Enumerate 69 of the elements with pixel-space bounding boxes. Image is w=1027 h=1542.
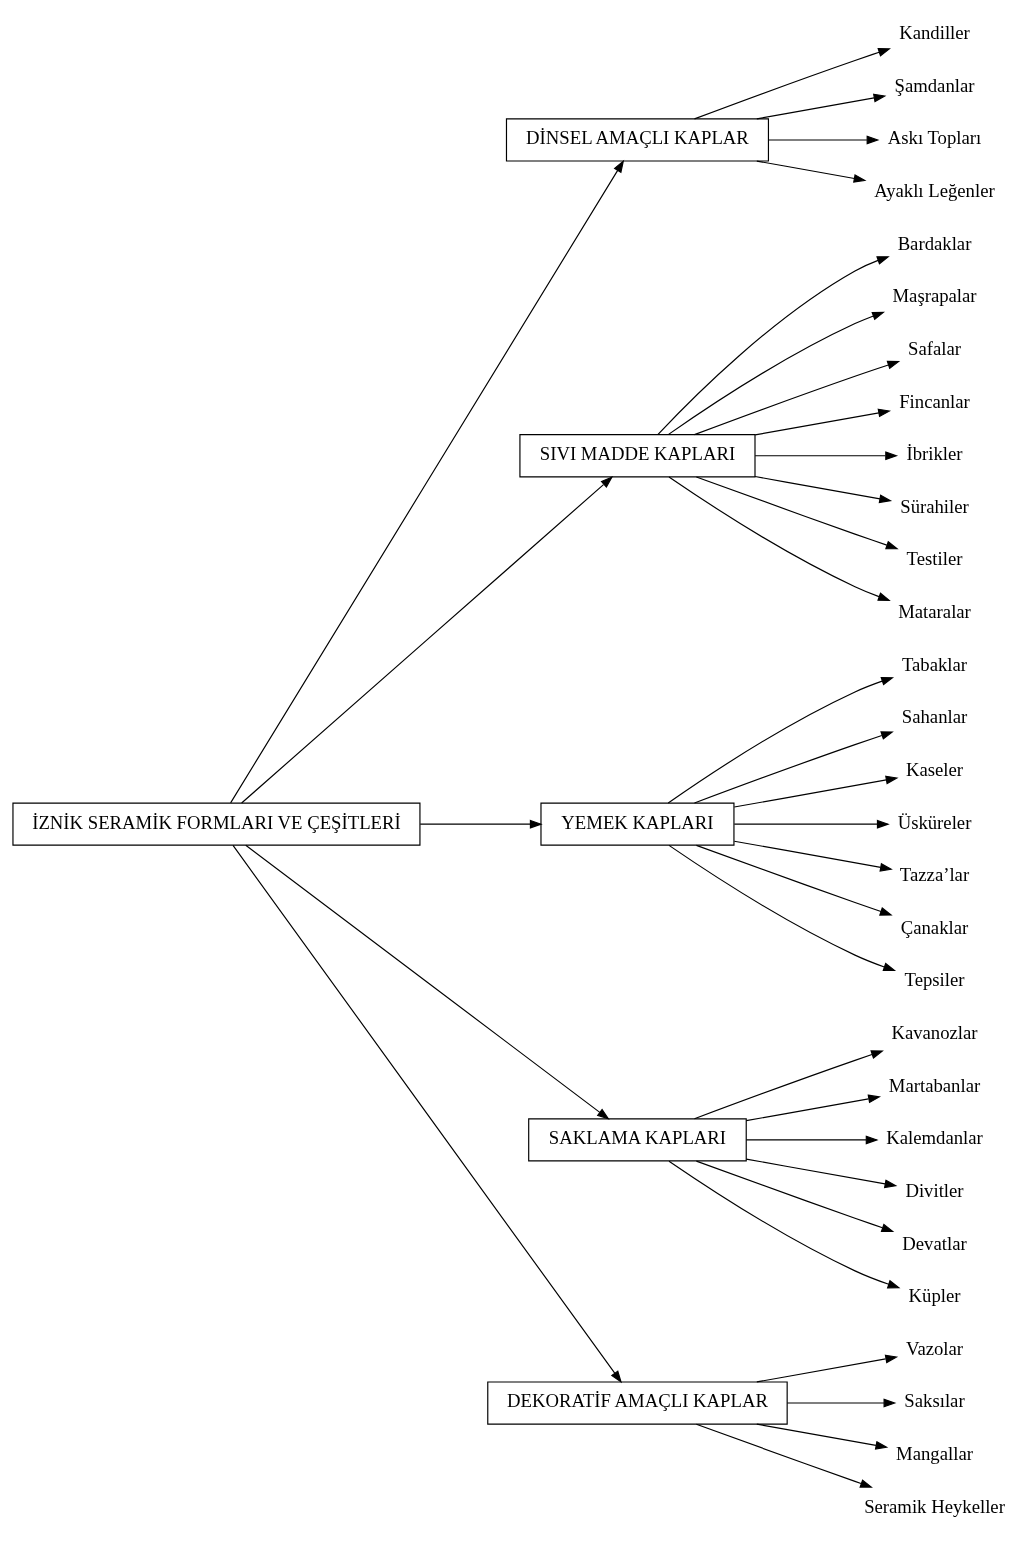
arrow bbox=[733, 819, 890, 829]
arrow bbox=[754, 408, 892, 436]
node-text: Kavanozlar bbox=[891, 1021, 978, 1043]
arrow bbox=[693, 730, 894, 804]
arrow bbox=[733, 775, 899, 808]
node-text: Ayaklı Leğenler bbox=[874, 179, 995, 201]
node-text: Kalemdanlar bbox=[886, 1126, 983, 1148]
node-text: İbrikler bbox=[906, 442, 963, 464]
arrow bbox=[232, 844, 622, 1383]
node-text: Tabaklar bbox=[901, 653, 968, 675]
node-text: Üsküreler bbox=[897, 811, 972, 833]
arrow bbox=[657, 255, 890, 435]
node-text: Sahanlar bbox=[901, 705, 968, 727]
node-text: Sürahiler bbox=[900, 495, 969, 517]
node-box: DİNSEL AMAÇLI KAPLAR bbox=[505, 117, 770, 162]
node-text: Çanaklar bbox=[900, 916, 969, 938]
node-text: Küpler bbox=[908, 1284, 961, 1306]
arrow bbox=[768, 134, 880, 144]
node-text: Fincanlar bbox=[899, 390, 970, 412]
arrow bbox=[695, 1423, 873, 1488]
arrow bbox=[756, 160, 867, 183]
arrow bbox=[230, 159, 625, 803]
arrow bbox=[756, 1423, 889, 1450]
node-text: Mangallar bbox=[896, 1442, 973, 1464]
node-text: Askı Topları bbox=[887, 126, 982, 148]
node-box: DEKORATİF AMAÇLI KAPLAR bbox=[487, 1380, 788, 1425]
arrow bbox=[695, 475, 899, 549]
arrow bbox=[756, 93, 887, 119]
arrow bbox=[745, 1158, 898, 1188]
arrow bbox=[693, 360, 901, 435]
arrow bbox=[786, 1398, 897, 1408]
arrow bbox=[745, 1093, 881, 1121]
arrow bbox=[668, 844, 897, 971]
arrow bbox=[667, 311, 885, 435]
node-text: Maşrapalar bbox=[892, 284, 977, 306]
arrow bbox=[756, 1354, 899, 1382]
node-box: YEMEK KAPLARI bbox=[540, 802, 735, 846]
arrow bbox=[754, 450, 899, 460]
node-box: SIVI MADDE KAPLARI bbox=[519, 433, 756, 477]
node-text: Saksılar bbox=[904, 1389, 965, 1411]
arrow bbox=[241, 475, 614, 804]
node-text: Testiler bbox=[906, 547, 963, 569]
arrow bbox=[667, 676, 895, 804]
arrow bbox=[668, 475, 891, 601]
node-text: Mataralar bbox=[898, 600, 971, 622]
arrow bbox=[745, 1134, 879, 1144]
node-text: Devatlar bbox=[902, 1232, 967, 1254]
node-text: Divitler bbox=[905, 1179, 964, 1201]
node-text: Seramik Heykeller bbox=[864, 1495, 1005, 1517]
arrow bbox=[695, 844, 893, 916]
node-box: SAKLAMA KAPLARI bbox=[528, 1117, 747, 1162]
node-box: İZNİK SERAMİK FORMLARI VE ÇEŞİTLERİ bbox=[12, 802, 421, 846]
node-text: Tepsiler bbox=[904, 968, 965, 990]
node-text: Tazza’lar bbox=[899, 863, 970, 885]
node-text: Safalar bbox=[908, 337, 961, 359]
node-text: Vazolar bbox=[905, 1337, 964, 1359]
arrow bbox=[754, 475, 893, 503]
arrow bbox=[245, 844, 610, 1120]
arrow bbox=[733, 840, 893, 872]
node-text: Martabanlar bbox=[888, 1074, 981, 1096]
arrow bbox=[419, 819, 543, 829]
node-text: Kandiller bbox=[899, 21, 970, 43]
node-text: Bardaklar bbox=[897, 232, 972, 254]
node-text: Kaseler bbox=[905, 758, 964, 780]
node-text: Şamdanlar bbox=[894, 74, 975, 96]
arrow bbox=[668, 1160, 901, 1288]
arrow bbox=[693, 1049, 884, 1119]
arrow bbox=[695, 1160, 895, 1232]
arrow bbox=[693, 47, 891, 119]
